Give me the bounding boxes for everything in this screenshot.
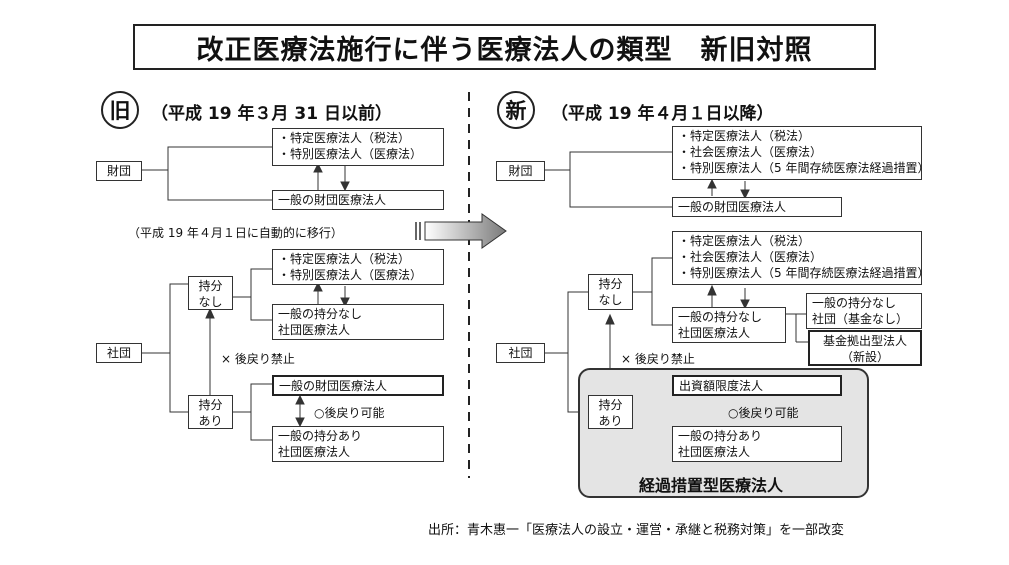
old-ari-zaidan-box: 一般の財団医療法人 xyxy=(272,375,444,396)
new-shadan-box: 社団 xyxy=(496,343,545,363)
new-shusshi-box: 出資額限度法人 xyxy=(672,375,842,396)
new-nashi-special-box: ・特定医療法人（税法） ・社会医療法人（医療法） ・特別医療法人（5 年間存続医… xyxy=(672,231,930,285)
new-zaidan-special-1: ・特定医療法人（税法） xyxy=(678,129,811,143)
new-nashi-general-2: 社団医療法人 xyxy=(678,326,751,340)
new-zaidan-special-3: ・特別医療法人（5 年間存続医療法経過措置） xyxy=(678,161,930,175)
new-zaidan-special-box: ・特定医療法人（税法） ・社会医療法人（医療法） ・特別医療法人（5 年間存続医… xyxy=(672,126,930,180)
old-ari-general-1: 一般の持分あり xyxy=(278,429,363,443)
new-no-return-label: × 後戻り禁止 xyxy=(621,352,695,366)
new-zaidan-special-2: ・社会医療法人（医療法） xyxy=(678,145,823,159)
source-note: 出所：青木惠一「医療法人の設立・運営・承継と税務対策」を一部改変 xyxy=(428,523,845,538)
old-nashi-special-2: ・特別医療法人（医療法） xyxy=(278,268,423,282)
old-mochibun-nashi-2: なし xyxy=(198,295,223,309)
new-nashi-general-box: 一般の持分なし 社団医療法人 xyxy=(672,307,786,343)
new-ari-general-2: 社団医療法人 xyxy=(678,445,751,459)
old-mochibun-nashi-1: 持分 xyxy=(198,279,223,293)
old-period: （平成 19 年３月 31 日以前） xyxy=(151,104,392,124)
new-kikin-2: （新設） xyxy=(840,350,889,364)
old-ari-general-2: 社団医療法人 xyxy=(278,445,351,459)
new-kikin-1: 基金拠出型法人 xyxy=(822,334,907,348)
old-mochibun-ari-1: 持分 xyxy=(198,398,223,412)
new-period: （平成 19 年４月１日以降） xyxy=(551,104,774,124)
new-mochibun-nashi-1: 持分 xyxy=(598,277,623,291)
new-nashi-side-2: 社団（基金なし） xyxy=(812,312,909,326)
old-nashi-general-1: 一般の持分なし xyxy=(278,307,363,321)
transitional-label: 経過措置型医療法人 xyxy=(639,476,784,495)
new-mochibun-ari-1: 持分 xyxy=(598,398,623,412)
new-ari-general-box: 一般の持分あり 社団医療法人 xyxy=(672,426,842,462)
old-ari-general-box: 一般の持分あり 社団医療法人 xyxy=(272,426,444,462)
old-mochibun-ari-box: 持分 あり xyxy=(188,395,233,429)
new-can-return-label: ○後戻り可能 xyxy=(728,406,799,420)
old-zaidan-special-box: ・特定医療法人（税法） ・特別医療法人（医療法） xyxy=(272,128,444,166)
old-zaidan-general-box: 一般の財団医療法人 xyxy=(272,190,444,210)
old-zaidan-box: 財団 xyxy=(96,161,142,181)
new-mochibun-nashi-box: 持分 なし xyxy=(588,274,633,310)
page-title: 改正医療法施行に伴う医療法人の類型 新旧対照 xyxy=(133,24,876,70)
new-ari-general-1: 一般の持分あり xyxy=(678,429,763,443)
old-nashi-general-box: 一般の持分なし 社団医療法人 xyxy=(272,304,444,340)
old-mochibun-nashi-box: 持分 なし xyxy=(188,276,233,310)
new-kikin-box: 基金拠出型法人 （新設） xyxy=(808,330,922,366)
old-zaidan-special-2: ・特別医療法人（医療法） xyxy=(278,147,423,161)
new-mochibun-ari-box: 持分 あり xyxy=(588,395,633,429)
old-nashi-special-box: ・特定医療法人（税法） ・特別医療法人（医療法） xyxy=(272,249,444,285)
old-badge: 旧 xyxy=(101,91,139,129)
new-nashi-special-1: ・特定医療法人（税法） xyxy=(678,234,811,248)
new-mochibun-ari-2: あり xyxy=(598,414,623,428)
new-nashi-side-1: 一般の持分なし xyxy=(812,296,897,310)
old-nashi-general-2: 社団医療法人 xyxy=(278,323,351,337)
new-nashi-side-box: 一般の持分なし 社団（基金なし） xyxy=(806,293,922,329)
new-nashi-special-3: ・特別医療法人（5 年間存続医療法経過措置） xyxy=(678,266,930,280)
old-nashi-special-1: ・特定医療法人（税法） xyxy=(278,252,411,266)
new-nashi-general-1: 一般の持分なし xyxy=(678,310,763,324)
new-badge: 新 xyxy=(497,91,535,129)
auto-transition-label: （平成 19 年４月１日に自動的に移行） xyxy=(128,226,343,240)
new-nashi-special-2: ・社会医療法人（医療法） xyxy=(678,250,823,264)
new-mochibun-nashi-2: なし xyxy=(598,293,623,307)
new-zaidan-box: 財団 xyxy=(496,161,545,181)
old-no-return-label: × 後戻り禁止 xyxy=(221,352,295,366)
new-zaidan-general-box: 一般の財団医療法人 xyxy=(672,197,842,217)
old-shadan-box: 社団 xyxy=(96,343,142,363)
old-can-return-label: ○後戻り可能 xyxy=(314,406,385,420)
old-zaidan-special-1: ・特定医療法人（税法） xyxy=(278,131,411,145)
old-mochibun-ari-2: あり xyxy=(198,414,223,428)
